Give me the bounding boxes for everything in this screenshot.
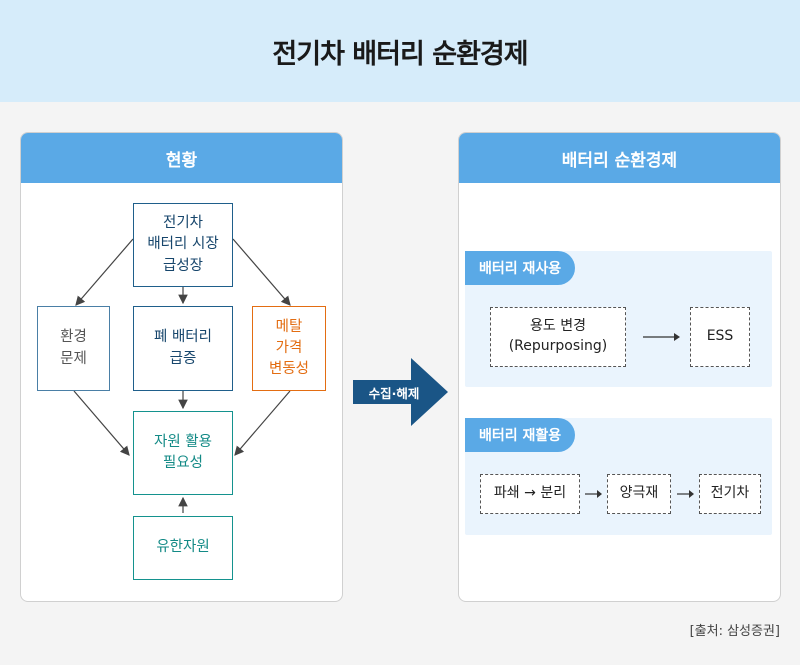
ev-box: 전기차	[699, 474, 761, 514]
title-bar: 전기차 배터리 순환경제	[0, 0, 800, 102]
arrow-metal-to-resource	[234, 390, 291, 456]
node-metal-price: 메탈 가격 변동성	[252, 306, 326, 391]
node-environment: 환경 문제	[37, 306, 110, 391]
node-finite-resource: 유한자원	[133, 516, 233, 580]
reuse-arrow	[643, 333, 680, 341]
source-note: [출처: 삼성증권]	[689, 624, 780, 639]
recycle-section: 배터리 재활용 파쇄 → 분리 양극재 전기차	[465, 418, 772, 535]
arrow-env-to-resource	[73, 390, 130, 456]
recycle-arrow-1	[585, 490, 602, 498]
flow-arrows	[73, 238, 291, 513]
transition-label: 수집·해제	[368, 385, 420, 401]
node-waste-battery: 폐 배터리 급증	[133, 306, 233, 391]
reuse-tag: 배터리 재사용	[465, 251, 576, 285]
arrow-to-metal	[232, 238, 291, 306]
status-panel-header: 현황	[21, 133, 342, 183]
circular-economy-panel-header: 배터리 순환경제	[459, 133, 780, 183]
reuse-section: 배터리 재사용 용도 변경 (Repurposing) ESS	[465, 251, 772, 387]
circular-economy-panel: 배터리 순환경제 배터리 재사용 용도 변경 (Repurposing) ESS…	[458, 132, 781, 602]
recycle-arrow-2	[677, 490, 694, 498]
arrow-to-env	[75, 238, 134, 306]
repurposing-box: 용도 변경 (Repurposing)	[490, 307, 626, 367]
shred-separate-box: 파쇄 → 분리	[480, 474, 580, 514]
status-panel: 현황 전기차 배터리 시장 급성장 환경 문제 폐 배터리 급증 메탈 가격 변…	[20, 132, 343, 602]
ess-box: ESS	[690, 307, 750, 367]
cathode-box: 양극재	[607, 474, 671, 514]
node-resource-need: 자원 활용 필요성	[133, 411, 233, 495]
page-title: 전기차 배터리 순환경제	[272, 38, 528, 70]
node-ev-market-growth: 전기차 배터리 시장 급성장	[133, 203, 233, 287]
transition-arrow	[353, 358, 448, 426]
recycle-tag: 배터리 재활용	[465, 418, 576, 452]
